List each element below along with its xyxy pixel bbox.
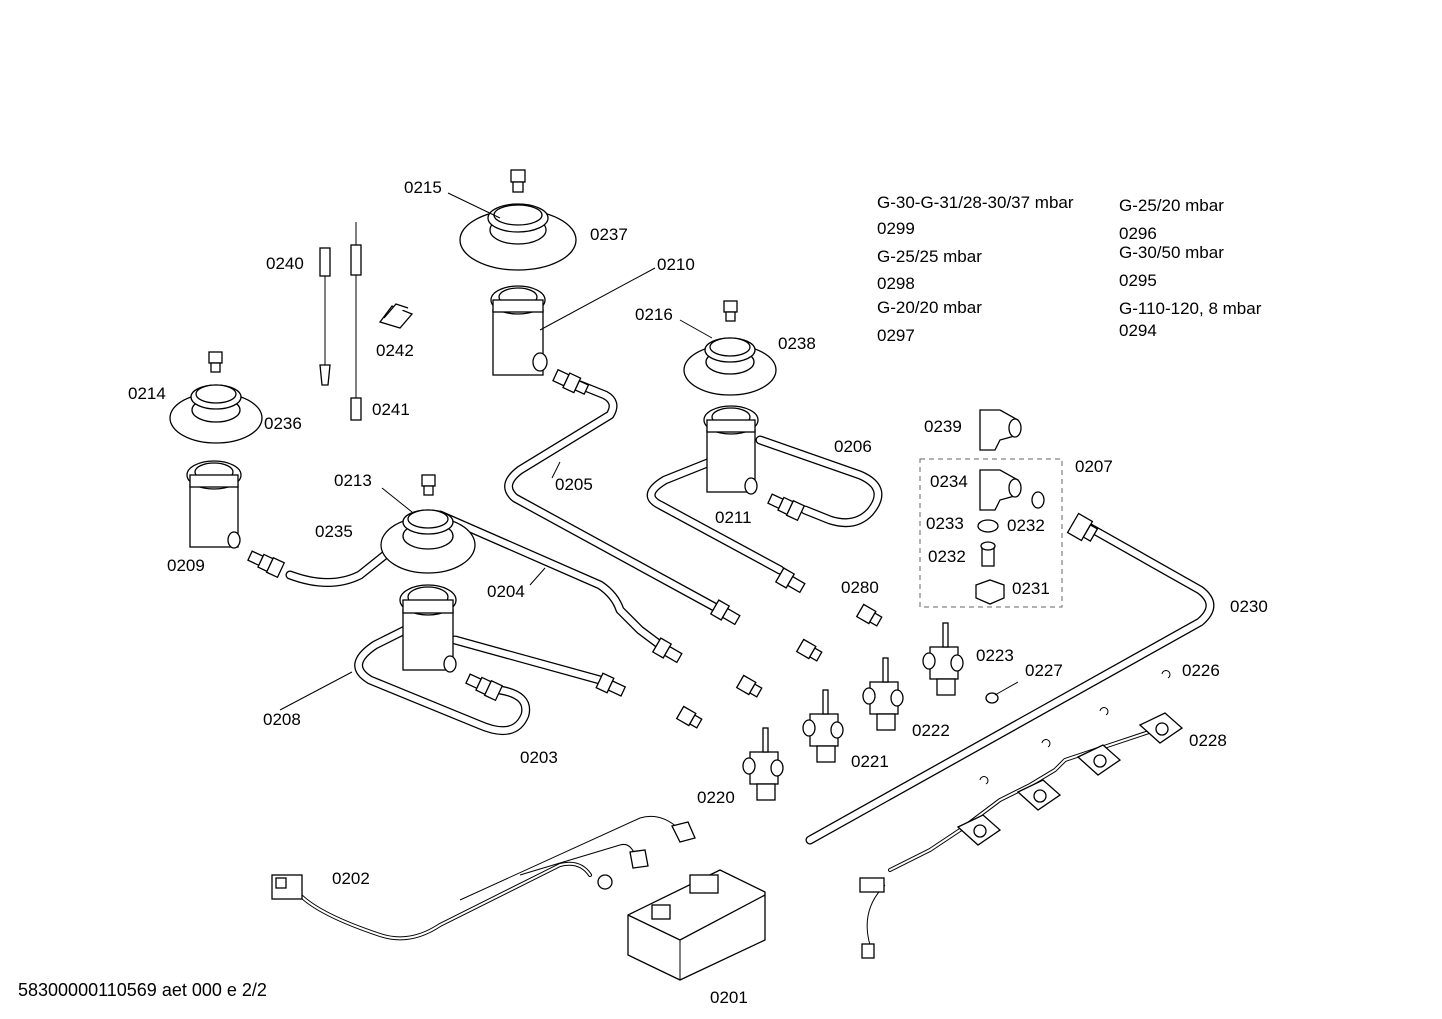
spec-gas-g30-g31: G-30-G-31/28-30/37 mbar	[877, 193, 1074, 212]
label-0238: 0238	[778, 334, 816, 353]
label-0214: 0214	[128, 384, 166, 403]
label-0227: 0227	[1025, 661, 1063, 680]
label-0206: 0206	[834, 437, 872, 456]
label-0208: 0208	[263, 710, 301, 729]
spec-gas-g25-20: G-25/20 mbar	[1119, 196, 1224, 215]
label-0234: 0234	[930, 472, 968, 491]
document-footer: 58300000110569 aet 000 e 2/2	[18, 980, 267, 1000]
spec-part-0295: 0295	[1119, 271, 1157, 290]
label-0222: 0222	[912, 721, 950, 740]
connection-kit	[975, 409, 1045, 704]
label-0236: 0236	[264, 414, 302, 433]
burner-cap-0213	[380, 474, 476, 574]
label-0235: 0235	[315, 522, 353, 541]
burner-cap-0215	[459, 169, 577, 271]
spec-part-0294: 0294	[1119, 321, 1157, 340]
burner-body-0208	[399, 584, 457, 673]
label-0205: 0205	[555, 475, 593, 494]
label-0239: 0239	[924, 417, 962, 436]
label-0242: 0242	[376, 341, 414, 360]
label-0215: 0215	[404, 178, 442, 197]
kit-boundary	[919, 458, 1063, 608]
label-0223: 0223	[976, 646, 1014, 665]
spec-gas-g25-25: G-25/25 mbar	[877, 247, 982, 266]
label-0280: 0280	[841, 578, 879, 597]
label-0220: 0220	[697, 788, 735, 807]
label-0211: 0211	[715, 508, 752, 527]
label-0216: 0216	[635, 305, 673, 324]
gas-taps	[742, 622, 964, 801]
label-0203: 0203	[520, 748, 558, 767]
label-0228: 0228	[1189, 731, 1227, 750]
label-0207: 0207	[1075, 457, 1113, 476]
label-0210: 0210	[657, 255, 695, 274]
label-0232-b: 0232	[928, 547, 966, 566]
label-0202: 0202	[332, 869, 370, 888]
injector-nozzles	[675, 603, 883, 729]
burner-body-0209	[186, 460, 242, 549]
burner-body-0210	[490, 285, 548, 376]
burner-cap-0214	[169, 351, 263, 444]
label-0240: 0240	[266, 254, 304, 273]
spec-part-0296: 0296	[1119, 224, 1157, 243]
label-0209: 0209	[167, 556, 205, 575]
ignition-switch-wiring	[859, 670, 1184, 959]
spec-part-0298: 0298	[877, 274, 915, 293]
label-0226: 0226	[1182, 661, 1220, 680]
label-0241: 0241	[372, 400, 410, 419]
spec-part-0299: 0299	[877, 219, 915, 238]
ignition-harness	[271, 815, 696, 941]
label-0213: 0213	[334, 471, 372, 490]
label-0232-a: 0232	[1007, 516, 1045, 535]
label-0201: 0201	[710, 988, 748, 1007]
label-0233: 0233	[926, 514, 964, 533]
ignition-module	[627, 869, 766, 981]
pipe-fittings	[247, 368, 1099, 702]
label-0231: 0231	[1012, 579, 1050, 598]
label-0230: 0230	[1230, 597, 1268, 616]
burner-cap-0216	[683, 300, 777, 396]
label-0237: 0237	[590, 225, 628, 244]
spec-gas-g20-20: G-20/20 mbar	[877, 298, 982, 317]
ignition-electrodes	[319, 222, 414, 421]
spec-gas-g30-50: G-30/50 mbar	[1119, 243, 1224, 262]
label-0204: 0204	[487, 582, 525, 601]
burner-body-0211	[703, 405, 759, 495]
spec-part-0297: 0297	[877, 326, 915, 345]
leader-lines	[279, 192, 1019, 711]
gas-pipes	[285, 380, 1215, 845]
spec-gas-g110-120: G-110-120, 8 mbar	[1119, 299, 1262, 318]
label-0221: 0221	[851, 752, 889, 771]
